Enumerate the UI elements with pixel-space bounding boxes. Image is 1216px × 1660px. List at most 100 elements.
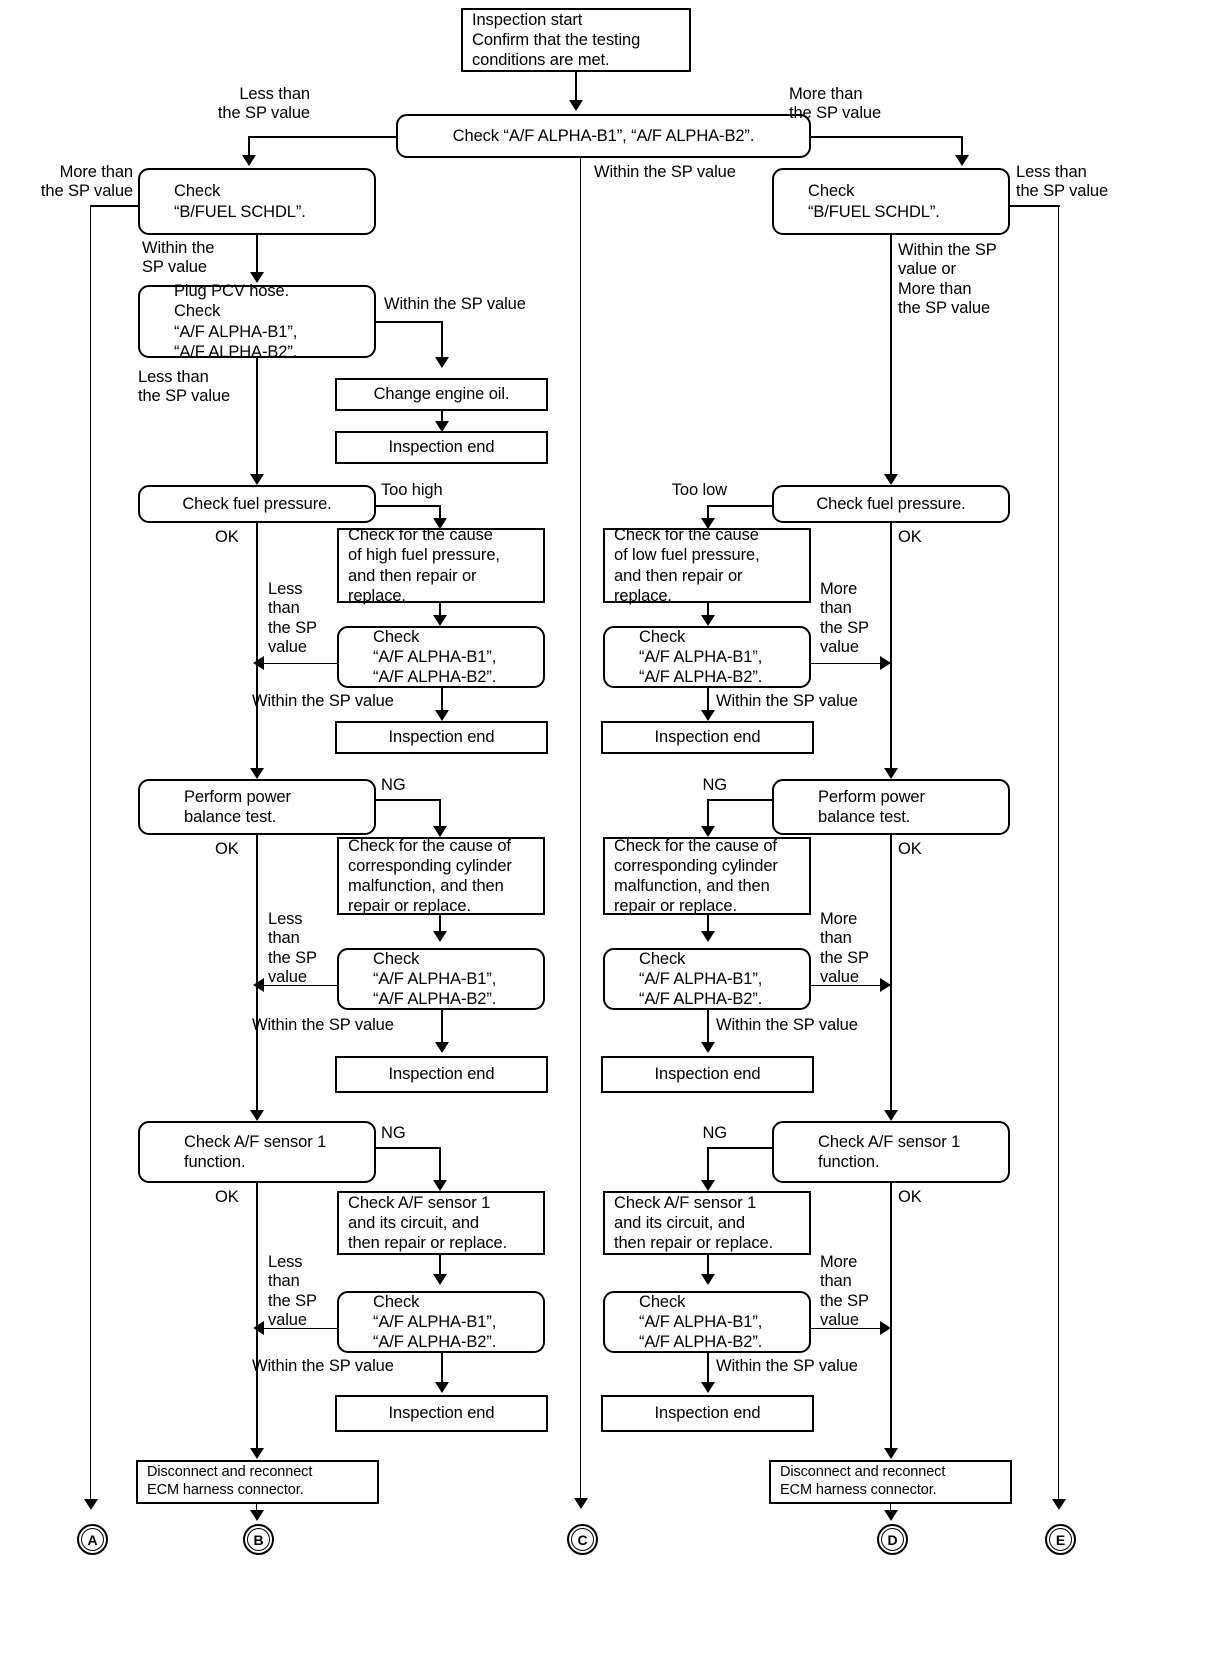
arrowhead-pcv-fuelpress bbox=[250, 474, 264, 485]
connector-oil-to-end1 bbox=[441, 411, 443, 425]
connector-ng-r3-down bbox=[707, 1147, 709, 1185]
connector-right-e-branch bbox=[1010, 205, 1060, 207]
label-ok-l3: OK bbox=[215, 1188, 239, 1206]
node-inspection-end-2: Inspection end bbox=[335, 721, 548, 754]
arrowhead-lowcause-to-alpha bbox=[701, 615, 715, 626]
label-ng-l3: NG bbox=[381, 1124, 406, 1142]
arrowhead-terminal-a bbox=[84, 1499, 98, 1510]
connector-alpha-r2-right bbox=[811, 663, 883, 664]
connector-ng-l2 bbox=[376, 799, 441, 801]
arrowhead-alpha-r4-right bbox=[880, 1321, 891, 1335]
label-within-sp-center: Within the SP value bbox=[594, 163, 736, 181]
label-more-than-sp-top-right: More than the SP value bbox=[789, 85, 882, 123]
connector-alpha-r4-right bbox=[811, 1328, 883, 1329]
connector-toolow-down bbox=[707, 505, 709, 523]
arrowhead-afcirc-r-to-alpha bbox=[701, 1274, 715, 1285]
label-ok-l2: OK bbox=[215, 840, 239, 858]
terminal-a-label: A bbox=[81, 1528, 104, 1551]
label-ng-r3: NG bbox=[702, 1124, 727, 1142]
connector-alpha-l4-down bbox=[441, 1353, 443, 1387]
node-cause-low-pressure: Check for the cause of low fuel pressure… bbox=[603, 526, 811, 605]
arrowhead-alpha-l4-left bbox=[253, 1321, 264, 1335]
arrowhead-alpha-l3-left bbox=[253, 978, 264, 992]
arrowhead-terminal-c bbox=[574, 1498, 588, 1509]
arrowhead-afcirc-l-to-alpha bbox=[433, 1274, 447, 1285]
arrowhead-toolow bbox=[701, 518, 715, 529]
label-within-sp-l3: Within the SP value bbox=[252, 1357, 394, 1375]
node-check-alpha-r2: Check “A/F ALPHA-B1”, “A/F ALPHA-B2”. bbox=[603, 626, 811, 688]
connector-alpha-l2-left bbox=[264, 663, 337, 664]
node-check-fuel-pressure-right: Check fuel pressure. bbox=[772, 485, 1010, 523]
connector-afcirc-l-to-alpha bbox=[439, 1255, 441, 1282]
connector-pcv-down-left bbox=[256, 358, 258, 480]
arrowhead-alpha-l2-down bbox=[435, 710, 449, 721]
node-power-balance-right: Perform power balance test. bbox=[772, 779, 1010, 835]
arrowhead-ng-l2 bbox=[433, 826, 447, 837]
label-within-sp-left-1: Within the SP value bbox=[142, 239, 215, 277]
connector-bfuel-to-pcv-left bbox=[256, 235, 258, 278]
arrowhead-bfuel-to-pcv-left bbox=[250, 272, 264, 283]
node-ecm-right: Disconnect and reconnect ECM harness con… bbox=[769, 1460, 1012, 1504]
arrowhead-terminal-e bbox=[1052, 1499, 1066, 1510]
label-less-than-sp-stack-l3: Less than the SP value bbox=[268, 1253, 317, 1329]
arrowhead-alpha-r4-down bbox=[701, 1382, 715, 1393]
connector-bfuel-right-down bbox=[890, 235, 892, 480]
node-inspection-end-3: Inspection end bbox=[601, 721, 814, 754]
arrowhead-top-right bbox=[955, 155, 969, 166]
node-check-alpha-r3: Check “A/F ALPHA-B1”, “A/F ALPHA-B2”. bbox=[603, 948, 811, 1010]
label-ok-r2: OK bbox=[898, 840, 922, 858]
label-more-than-sp-stack-r1: More than the SP value bbox=[820, 580, 869, 656]
node-inspection-end-1: Inspection end bbox=[335, 431, 548, 464]
connector-left-ok-trunk-3 bbox=[256, 1183, 258, 1453]
label-within-sp-r3: Within the SP value bbox=[716, 1357, 858, 1375]
connector-center-c bbox=[580, 158, 581, 1506]
arrowhead-highcause-to-alpha bbox=[433, 615, 447, 626]
terminal-a: A bbox=[77, 1524, 108, 1555]
node-af-circuit-right: Check A/F sensor 1 and its circuit, and … bbox=[603, 1191, 811, 1255]
node-inspection-end-7: Inspection end bbox=[601, 1395, 814, 1432]
node-plug-pcv: Plug PCV hose. Check “A/F ALPHA-B1”, “A/… bbox=[138, 282, 376, 361]
connector-ng-r3 bbox=[707, 1147, 773, 1149]
node-inspection-end-4: Inspection end bbox=[335, 1056, 548, 1093]
connector-start-to-check bbox=[575, 72, 577, 105]
connector-highcause-to-alpha bbox=[439, 603, 441, 623]
arrowhead-top-left bbox=[242, 155, 256, 166]
node-inspection-end-5: Inspection end bbox=[601, 1056, 814, 1093]
label-ok-l1: OK bbox=[215, 528, 239, 546]
connector-toohigh-down bbox=[439, 505, 441, 523]
connector-left-ok-trunk-2 bbox=[256, 835, 258, 1115]
connector-ng-l2-down bbox=[439, 799, 441, 831]
node-inspection-start: Inspection start Confirm that the testin… bbox=[461, 8, 691, 72]
connector-ng-r2 bbox=[707, 799, 773, 801]
connector-ng-l3 bbox=[376, 1147, 441, 1149]
arrowhead-pcv-change-oil bbox=[435, 357, 449, 368]
arrowhead-alpha-r3-down bbox=[701, 1042, 715, 1053]
arrowhead-bfuel-right-down bbox=[884, 474, 898, 485]
connector-toolow bbox=[707, 505, 773, 507]
connector-lowcause-to-alpha bbox=[707, 603, 709, 623]
label-more-than-sp-stack-r2: More than the SP value bbox=[820, 910, 869, 986]
label-too-high: Too high bbox=[381, 481, 443, 499]
node-af-sensor-left: Check A/F sensor 1 function. bbox=[138, 1121, 376, 1183]
arrowhead-ng-l3 bbox=[433, 1180, 447, 1191]
label-within-sp-l2: Within the SP value bbox=[252, 1016, 394, 1034]
arrowhead-right-ok-trunk-1 bbox=[884, 768, 898, 779]
arrowhead-start-to-check bbox=[569, 100, 583, 111]
connector-top-left-down bbox=[248, 136, 250, 161]
connector-alpha-r3-right bbox=[811, 985, 883, 986]
node-af-sensor-right: Check A/F sensor 1 function. bbox=[772, 1121, 1010, 1183]
arrowhead-terminal-b bbox=[250, 1510, 264, 1521]
node-inspection-end-6: Inspection end bbox=[335, 1395, 548, 1432]
label-too-low: Too low bbox=[671, 481, 727, 499]
arrowhead-alpha-l3-down bbox=[435, 1042, 449, 1053]
connector-pcv-right-down bbox=[441, 321, 443, 363]
label-less-than-sp-top-left: Less than the SP value bbox=[217, 85, 310, 123]
arrowhead-left-ok-trunk-3 bbox=[250, 1448, 264, 1459]
arrowhead-right-ok-trunk-3 bbox=[884, 1448, 898, 1459]
label-within-sp-r1: Within the SP value bbox=[716, 692, 858, 710]
arrowhead-left-ok-trunk-2 bbox=[250, 1110, 264, 1121]
connector-right-ok-trunk-3 bbox=[890, 1183, 892, 1453]
node-cause-cylinder-left: Check for the cause of corresponding cyl… bbox=[337, 837, 545, 915]
label-ok-r1: OK bbox=[898, 528, 922, 546]
